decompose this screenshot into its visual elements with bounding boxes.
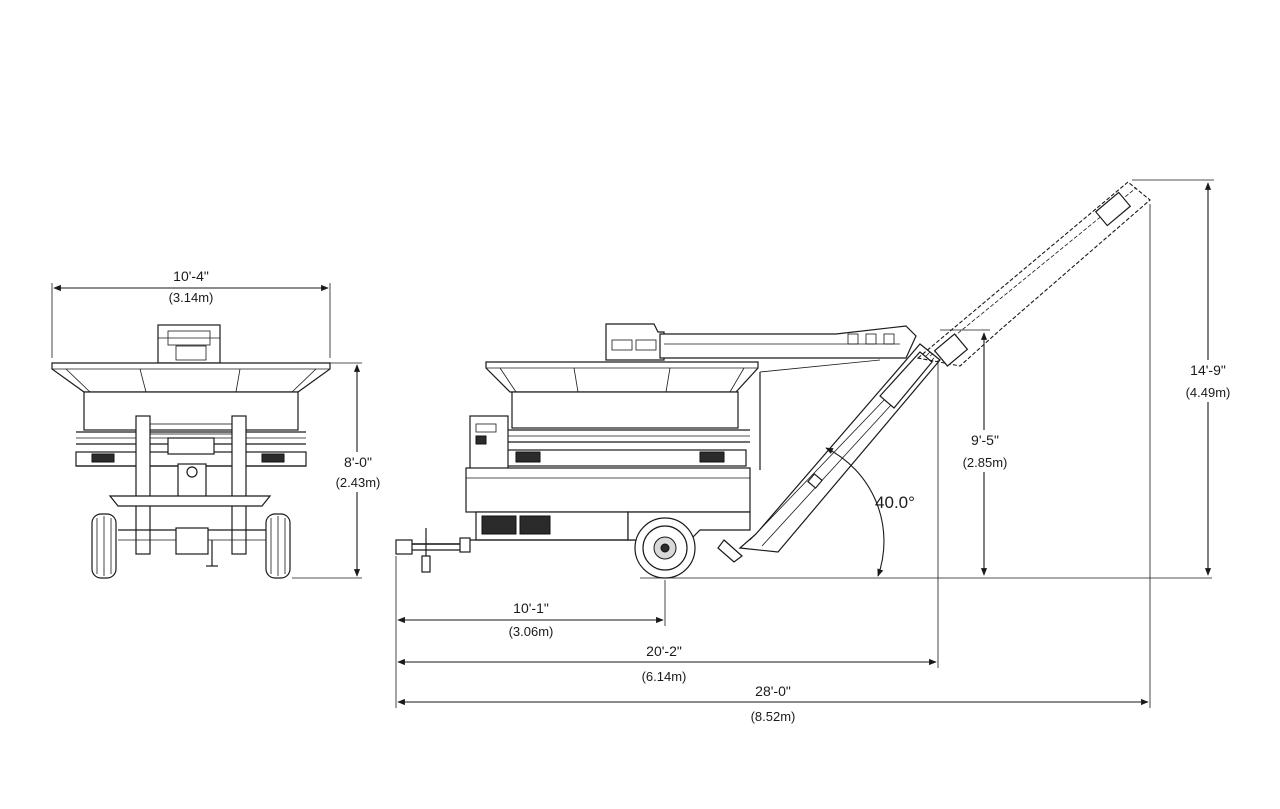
raised-height-dimension: 14'-9" (4.49m) [1132,179,1236,576]
front-width-metric: (3.14m) [169,290,214,305]
axle-length-imperial: 10'-1" [513,600,549,616]
side-chassis [465,467,751,541]
front-width-dimension: 10'-4" (3.14m) [51,268,331,358]
raised-height-metric: (4.49m) [1186,385,1231,400]
axle-length-metric: (3.06m) [509,624,554,639]
horizontal-extension-lines [395,204,1151,708]
side-top-conveyor [605,323,917,361]
transport-length-imperial: 20'-2" [646,643,682,659]
side-wheel [634,517,696,579]
transport-length-dimension: 20'-2" (6.14m) [397,643,937,684]
raised-height-imperial: 14'-9" [1190,362,1226,378]
side-hopper [485,361,759,467]
lowered-height-metric: (2.85m) [963,455,1008,470]
side-view: 40.0° 9'-5" (2.85m) 14'-9" (4.49m) [395,179,1236,724]
front-view: 10'-4" (3.14m) 8'-0" (2.43m) [51,268,381,579]
front-height-imperial: 8'-0" [344,454,372,470]
angle-dimension: 40.0° [825,447,915,577]
front-frame [108,415,272,567]
side-hitch [395,528,471,573]
front-hopper [51,362,331,393]
front-height-dimension: 8'-0" (2.43m) [292,362,381,579]
side-inclined-conveyor [717,343,941,563]
front-body [75,391,307,467]
front-control-box [157,324,221,364]
side-control-panel [469,415,509,471]
transport-length-metric: (6.14m) [642,669,687,684]
front-width-imperial: 10'-4" [173,268,209,284]
lowered-height-dimension: 9'-5" (2.85m) [940,329,1008,576]
side-raised-conveyor [916,181,1151,367]
conveyor-angle-label: 40.0° [875,493,915,512]
front-right-wheel [265,513,291,579]
axle-length-dimension: 10'-1" (3.06m) [397,600,664,639]
overall-length-dimension: 28'-0" (8.52m) [397,683,1149,724]
lowered-height-imperial: 9'-5" [971,432,999,448]
front-height-metric: (2.43m) [336,475,381,490]
front-left-wheel [91,513,117,579]
overall-length-imperial: 28'-0" [755,683,791,699]
overall-length-metric: (8.52m) [751,709,796,724]
